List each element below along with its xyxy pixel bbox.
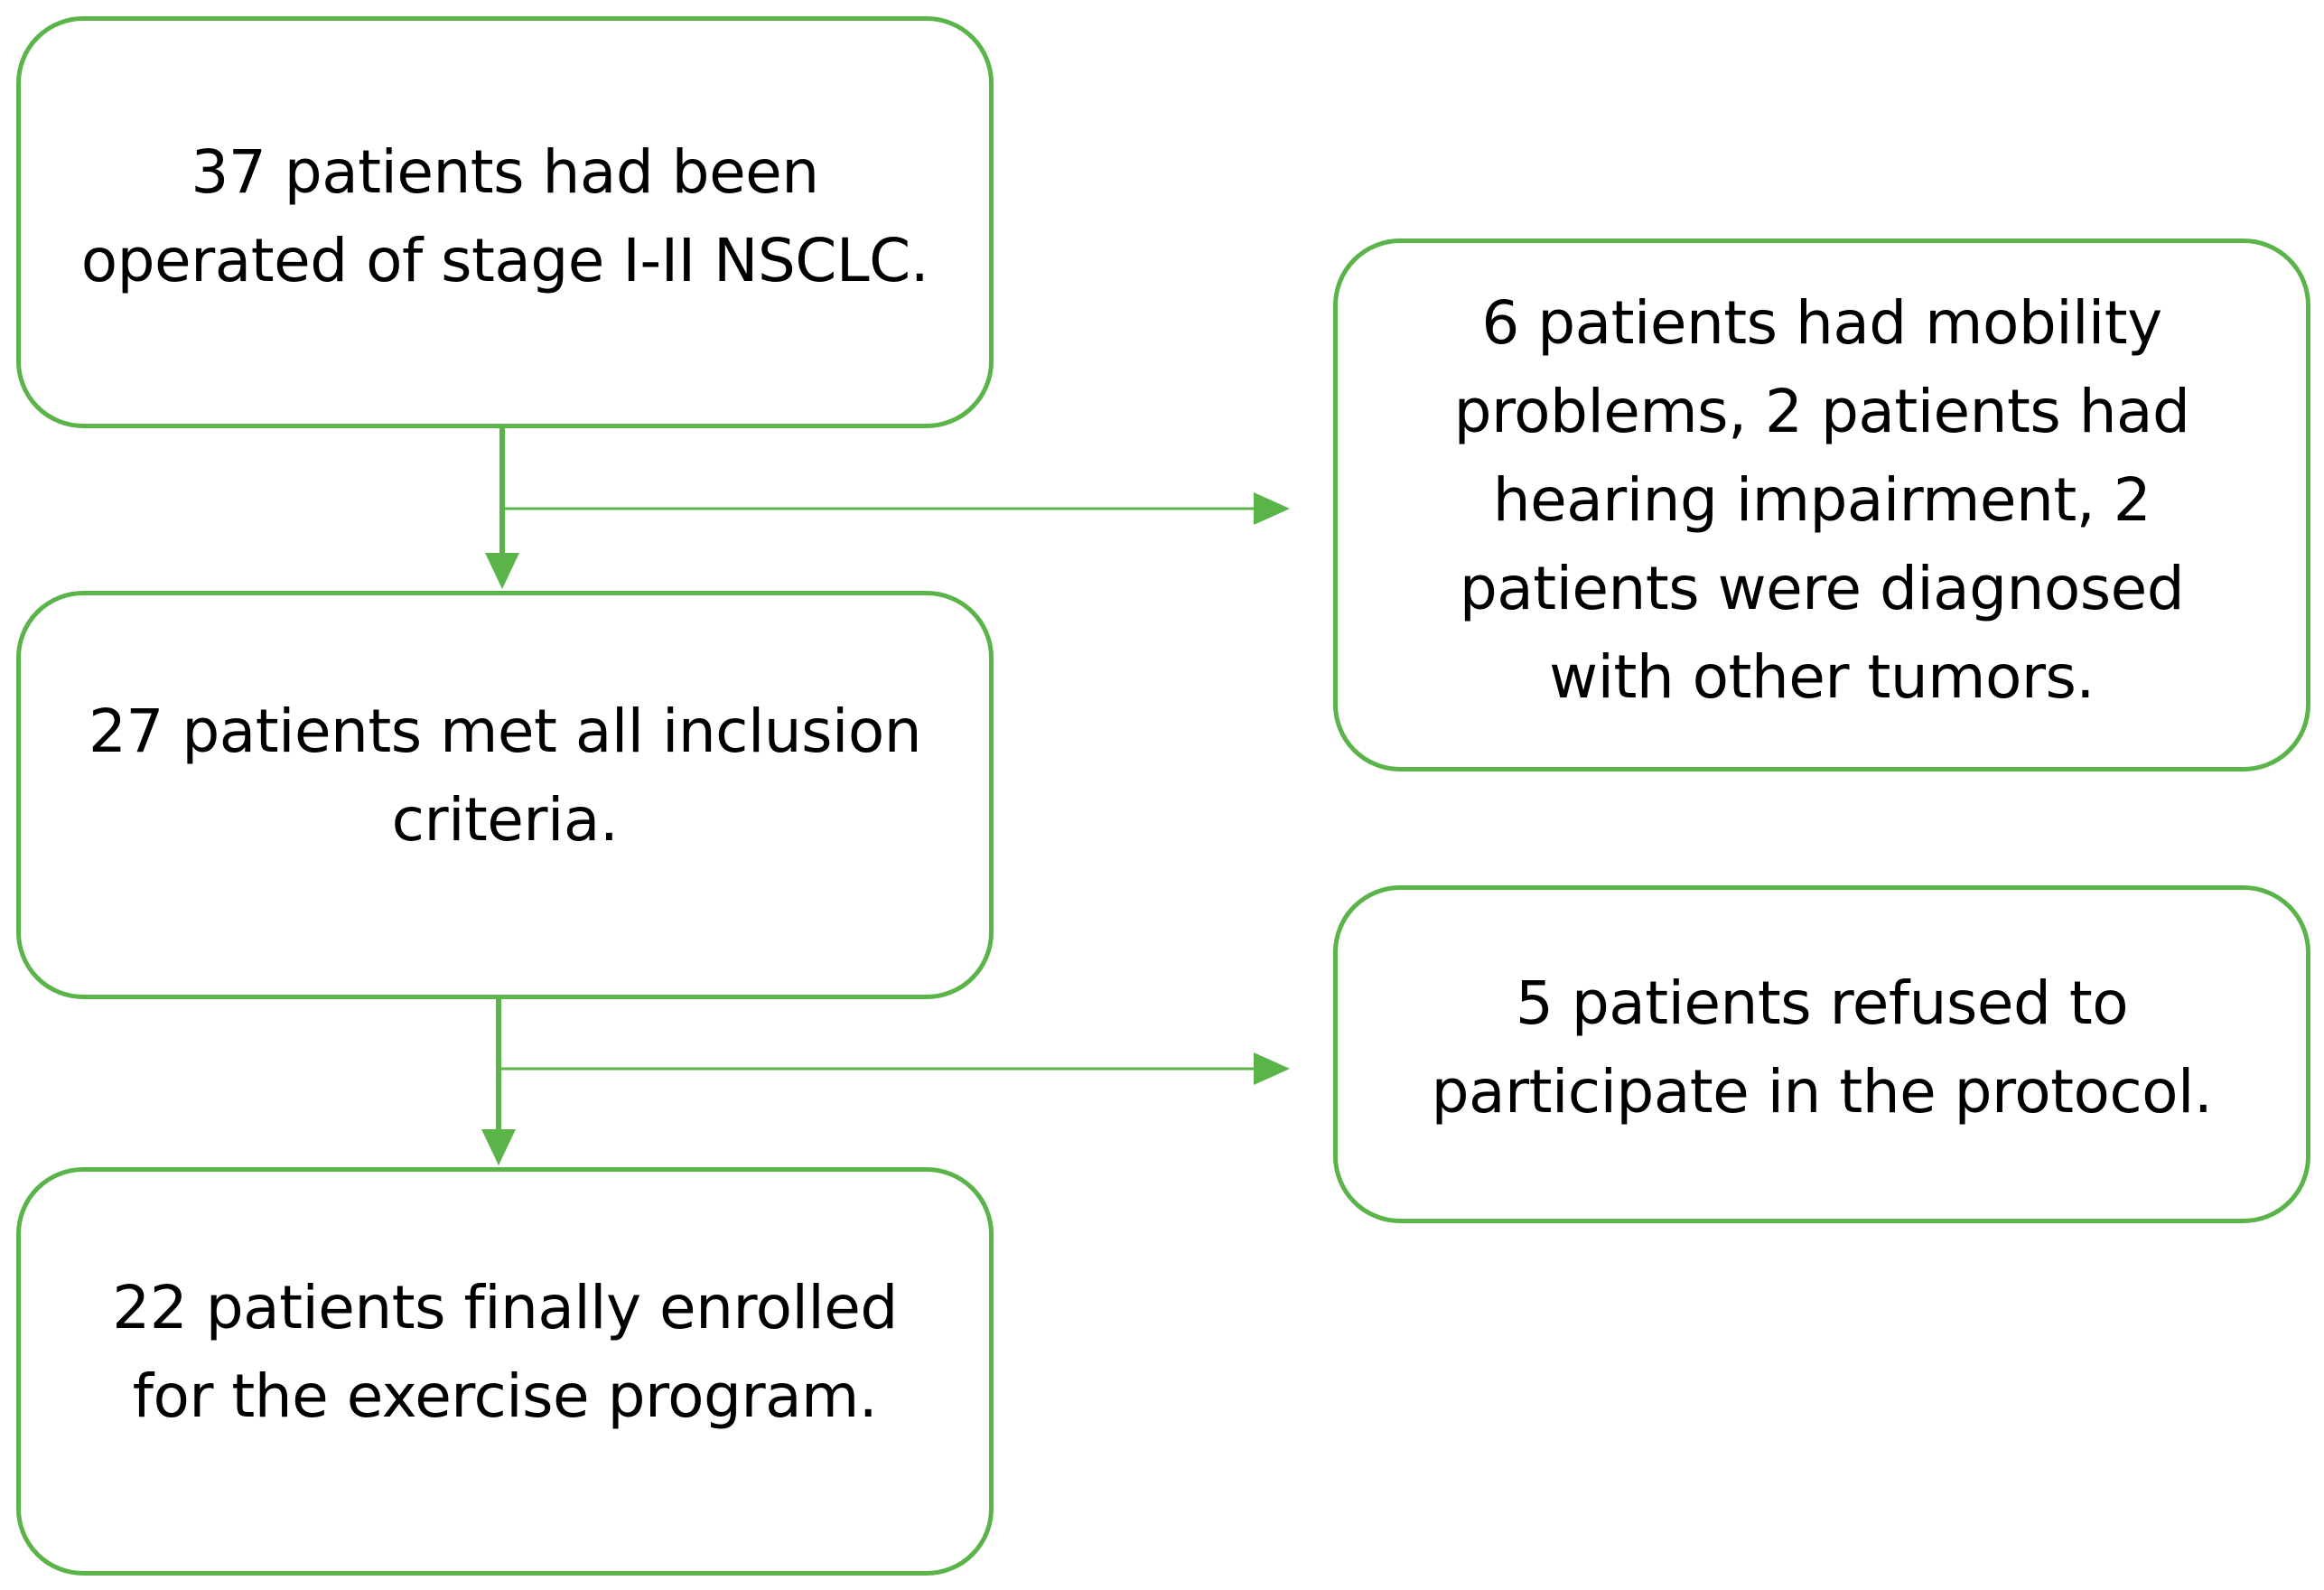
arrowhead-screened-to-eligible [485, 553, 519, 589]
text-line: 37 patients had been [191, 137, 819, 207]
arrowhead-to-refused [1254, 1052, 1290, 1085]
box-eligible-patients: 27 patients met all inclusion criteria. [16, 591, 994, 999]
box-refused-text: 5 patients refused to participate in the… [1432, 959, 2213, 1136]
box-screened-text: 37 patients had been operated of stage I… [81, 128, 929, 305]
box-enrolled-patients: 22 patients finally enrolled for the exe… [16, 1167, 994, 1576]
text-line: hearing impairment, 2 [1492, 465, 2151, 535]
box-enrolled-text: 22 patients finally enrolled for the exe… [112, 1264, 898, 1441]
text-line: operated of stage I-II NSCLC. [80, 226, 929, 295]
text-line: for the exercise program. [132, 1361, 878, 1431]
text-line: participate in the protocol. [1431, 1057, 2213, 1127]
text-line: 22 patients finally enrolled [112, 1273, 898, 1342]
box-excluded-text: 6 patients had mobility problems, 2 pati… [1454, 279, 2190, 722]
box-refused-patients: 5 patients refused to participate in the… [1333, 885, 2310, 1223]
arrowhead-eligible-to-enrolled [481, 1129, 516, 1165]
text-line: with other tumors. [1549, 642, 2095, 712]
text-line: patients were diagnosed [1459, 554, 2185, 623]
text-line: criteria. [391, 785, 619, 855]
text-line: problems, 2 patients had [1453, 377, 2190, 446]
box-excluded-patients: 6 patients had mobility problems, 2 pati… [1333, 238, 2310, 772]
text-line: 27 patients met all inclusion [88, 697, 922, 766]
box-screened-patients: 37 patients had been operated of stage I… [16, 16, 994, 428]
text-line: 5 patients refused to [1515, 968, 2129, 1038]
arrowhead-to-excluded [1254, 492, 1290, 525]
text-line: 6 patients had mobility [1481, 288, 2162, 358]
box-eligible-text: 27 patients met all inclusion criteria. [88, 687, 922, 865]
